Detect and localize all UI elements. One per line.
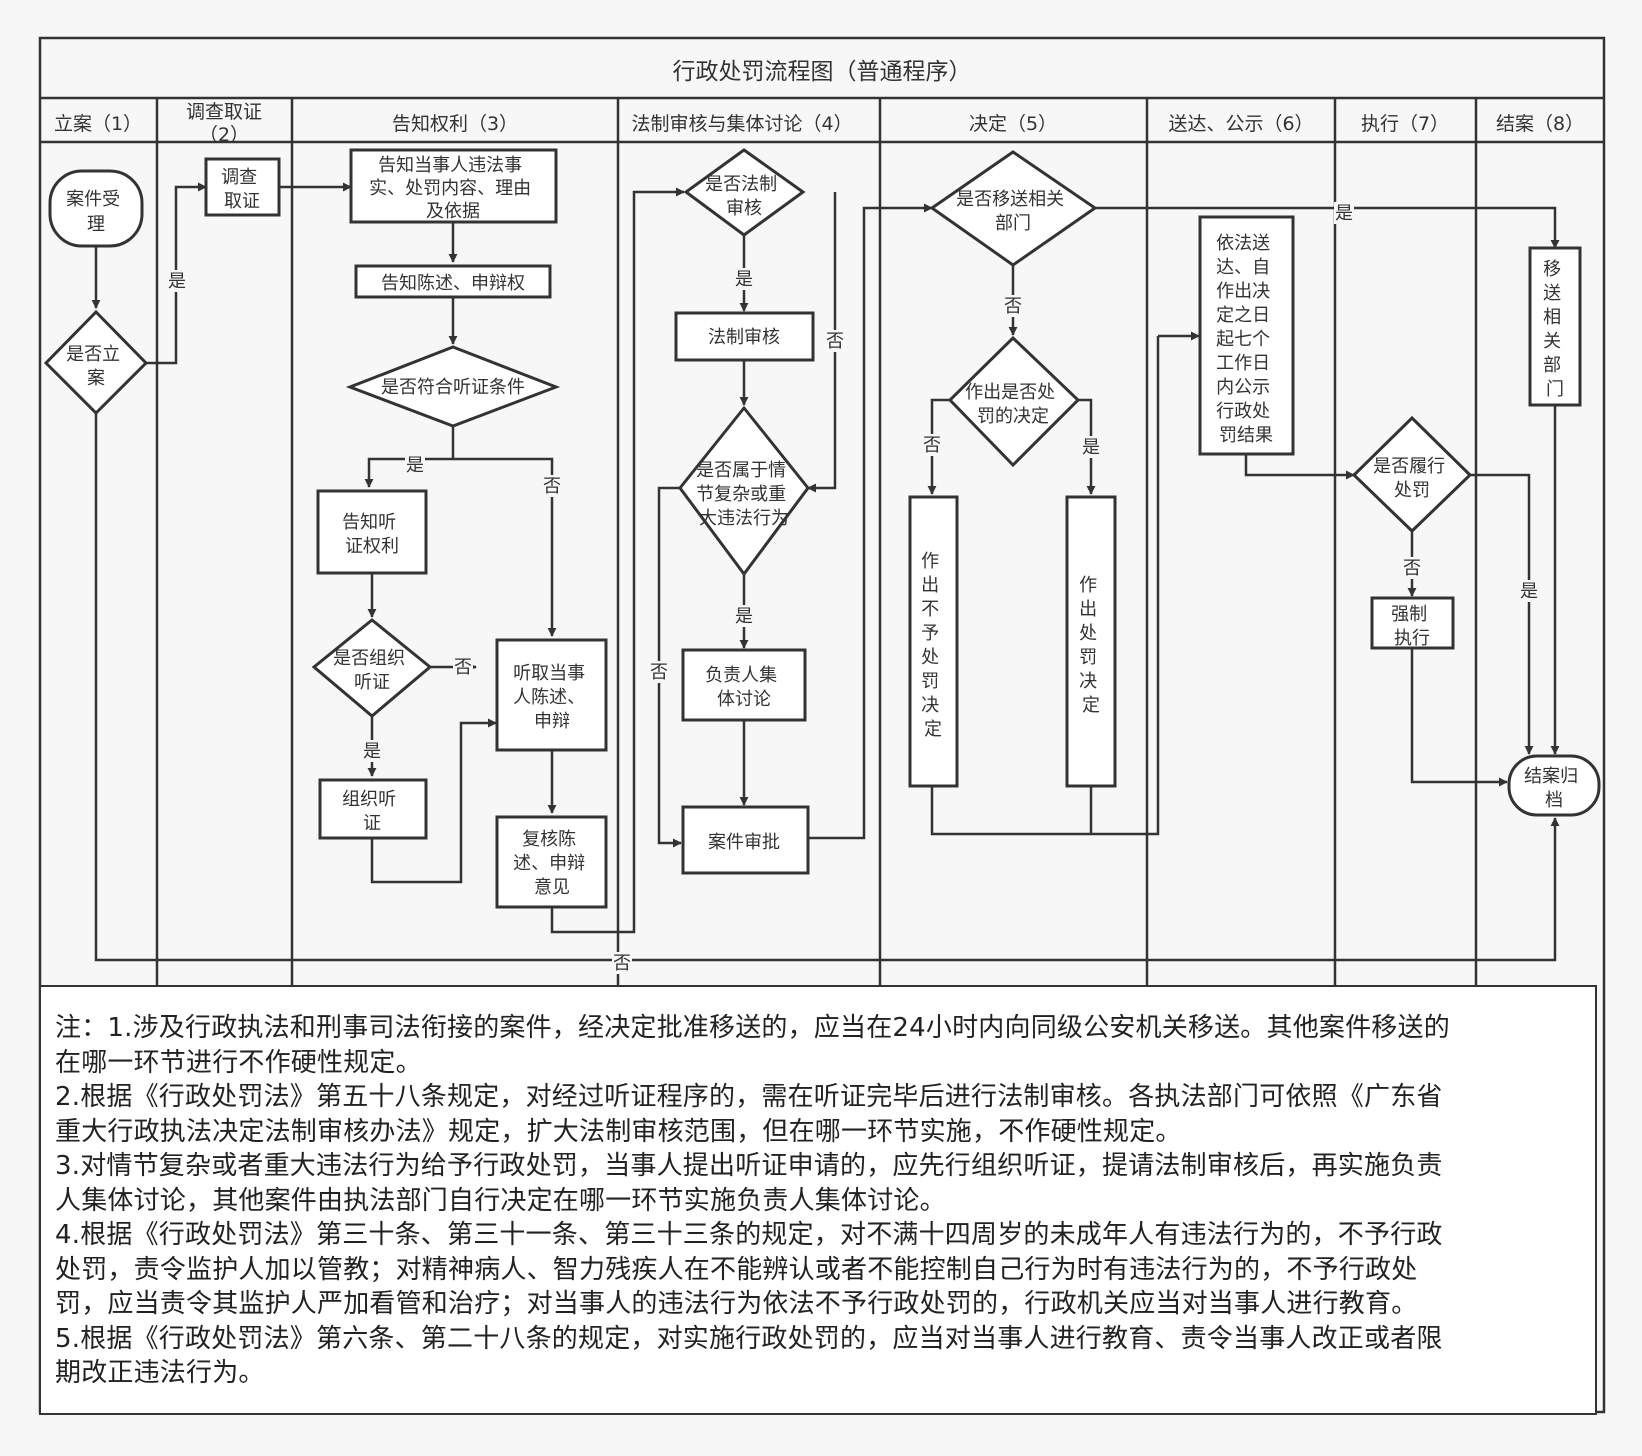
transfer-dept-node	[1528, 246, 1582, 407]
close-archive-label: 结案归 档	[1524, 766, 1584, 811]
organize-hearing-q-label: 是否组织 听证	[333, 648, 411, 693]
note-line: 3.对情节复杂或者重大违法行为给予行政处罚，当事人提出听证申请的，应先行组织听证…	[55, 1151, 1443, 1181]
legal-review-label: 法制审核	[708, 327, 780, 348]
edge-label-no: 否	[650, 662, 668, 683]
hearing-condition-label: 是否符合听证条件	[381, 377, 525, 398]
lane-headers: 立案（1） 调查取证 （2） 告知权利（3） 法制审核与集体讨论（4） 决定（5…	[54, 101, 1584, 146]
note-line: 期改正违法行为。	[55, 1358, 265, 1388]
review-statement-label: 复核陈 述、申辩 意见	[513, 829, 591, 898]
punish-decision-label: 作 出 处 罚 决 定	[1079, 575, 1103, 716]
edge-label-no: 否	[923, 435, 941, 456]
notify-defense-node	[354, 264, 552, 299]
note-line: 2.根据《行政处罚法》第五十八条规定，对经过听证程序的，需在听证完毕后进行法制审…	[55, 1082, 1443, 1112]
lane-header-3: 告知权利（3）	[392, 113, 518, 135]
close-archive-node	[1507, 754, 1601, 817]
note-line: 5.根据《行政处罚法》第六条、第二十八条的规定，对实施行政处罚的，应当对当事人进…	[55, 1323, 1443, 1354]
delivery-publish-node	[1198, 215, 1295, 456]
notify-hearing-label: 告知听 证权利	[342, 512, 402, 557]
transfer-dept-label: 移 送 相 关 部 门	[1543, 259, 1567, 400]
complex-case-decision	[678, 405, 810, 577]
no-punish-decision-node	[908, 495, 959, 788]
edge-label-yes: 是	[735, 269, 753, 290]
transfer-decision	[929, 150, 1098, 267]
nodes: 案件受 理 是否立 案 调查 取证 告知当事人违法事 实、处罚内容、理由 及依据…	[43, 148, 1601, 909]
investigate-node	[204, 157, 281, 217]
notify-hearing-node	[316, 489, 428, 575]
legal-review-decision	[683, 148, 806, 237]
lane-header-5: 决定（5）	[969, 113, 1057, 135]
hear-statement-node	[495, 638, 608, 752]
lane-header-7: 执行（7）	[1361, 113, 1449, 135]
notify-facts-label: 告知当事人违法事 实、处罚内容、理由 及依据	[369, 155, 537, 222]
punish-decision-node	[1065, 495, 1117, 788]
edge-label-yes: 是	[363, 741, 381, 762]
lane-header-6: 送达、公示（6）	[1168, 113, 1313, 135]
fulfill-q-label: 是否履行 处罚	[1373, 456, 1451, 501]
file-case-label: 是否立 案	[66, 344, 126, 389]
organize-hearing-label: 组织听 证	[342, 789, 402, 834]
note-line: 注：1.涉及行政执法和刑事司法衔接的案件，经决定批准移送的，应当在24小时内向同…	[55, 1013, 1450, 1043]
lane-header-2a: 调查取证	[186, 101, 262, 123]
collective-discussion-label: 负责人集 体讨论	[705, 665, 783, 710]
organize-hearing-decision	[311, 618, 433, 718]
note-line: 4.根据《行政处罚法》第三十条、第三十一条、第三十三条的规定，对不满十四周岁的未…	[55, 1220, 1443, 1250]
review-statement-node	[495, 815, 608, 909]
lane-header-4: 法制审核与集体讨论（4）	[631, 113, 852, 135]
fulfill-decision	[1351, 415, 1473, 534]
edge-label-no: 否	[454, 657, 472, 678]
edge-label-yes: 是	[406, 455, 424, 476]
punish-decision-q	[947, 335, 1081, 468]
edge-label-yes: 是	[1082, 437, 1100, 458]
edge-label-yes: 是	[1520, 581, 1538, 602]
notify-facts-node	[349, 148, 558, 224]
note-line: 罚，应当责令其监护人严加看管和治疗；对当事人的违法行为依法不予行政处罚的，行政机…	[55, 1289, 1418, 1319]
investigate-label: 调查 取证	[221, 167, 263, 212]
hearing-condition-decision	[345, 345, 561, 428]
enforce-label: 强制 执行	[1391, 604, 1433, 649]
edge-label-no: 否	[613, 953, 631, 974]
delivery-publish-label: 依法送 达、自 作出决 定之日 起七个 工作日 内公示 行政处 罚结果	[1216, 233, 1276, 446]
case-approval-node	[681, 805, 810, 875]
case-accept-label: 案件受 理	[66, 189, 126, 235]
case-accept-node	[48, 169, 144, 248]
hear-statement-label: 听取当事 人陈述、 申辩	[513, 663, 591, 732]
lane-header-2b: （2）	[199, 124, 249, 146]
edge-label-yes: 是	[168, 271, 186, 292]
note-line: 在哪一环节进行不作硬性规定。	[55, 1047, 422, 1078]
no-punish-decision-label: 作 出 不 予 处 罚 决 定	[921, 551, 945, 740]
complex-case-label: 是否属于情 节复杂或重 大违法行为	[696, 460, 792, 529]
transfer-q-label: 是否移送相关 部门	[956, 189, 1070, 234]
punish-decision-q-label: 作出是否处 罚的决定	[965, 382, 1061, 427]
lane-header-8: 结案（8）	[1496, 113, 1584, 135]
legal-review-q-label: 是否法制 审核	[705, 174, 783, 219]
edge-label-no: 否	[1004, 296, 1022, 317]
legal-review-node	[674, 311, 815, 362]
notify-defense-label: 告知陈述、申辩权	[381, 273, 525, 294]
note-line: 重大行政执法决定法制审核办法》规定，扩大法制审核范围，但在哪一环节实施，不作硬性…	[55, 1116, 1182, 1147]
collective-discussion-node	[681, 648, 807, 722]
edge-label-no: 否	[826, 331, 844, 352]
enforce-node	[1370, 596, 1455, 650]
case-approval-label: 案件审批	[708, 832, 780, 853]
note-line: 处罚，责令监护人加以管教；对精神病人、智力残疾人在不能辨认或者不能控制自己行为时…	[55, 1254, 1418, 1285]
lane-header-1: 立案（1）	[54, 113, 142, 135]
organize-hearing-node	[318, 778, 428, 840]
edge-labels: 是 否 是 否 否 是 是 否 是 否 是 否 否 是 否 是	[167, 202, 1539, 974]
file-case-decision	[43, 309, 149, 416]
note-line: 人集体讨论，其他案件由执法部门自行决定在哪一环节实施负责人集体讨论。	[55, 1185, 946, 1216]
notes-panel: 注：1.涉及行政执法和刑事司法衔接的案件，经决定批准移送的，应当在24小时内向同…	[39, 985, 1597, 1415]
edge-label-yes: 是	[735, 606, 753, 627]
chart-title: 行政处罚流程图（普通程序）	[673, 59, 972, 85]
edge-label-no: 否	[543, 476, 561, 497]
edge-label-no: 否	[1403, 558, 1421, 579]
edge-label-yes: 是	[1335, 203, 1353, 224]
